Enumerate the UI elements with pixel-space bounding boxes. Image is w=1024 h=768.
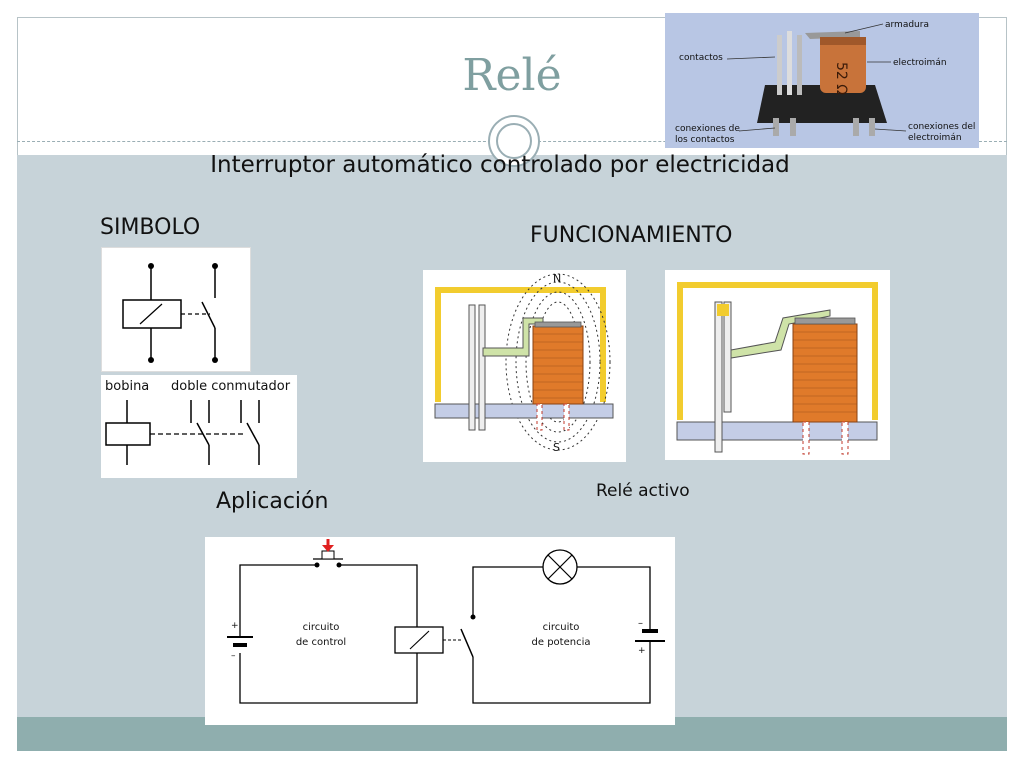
control-plus: + (231, 621, 239, 631)
field-line-outer (515, 281, 601, 443)
operation-heading: FUNCIONAMIENTO (530, 223, 733, 248)
north-pole-label: N (553, 272, 561, 285)
power-circuit-label-1: circuito (543, 622, 580, 633)
yellow-frame (435, 287, 606, 402)
yellow-frame-active (677, 282, 878, 420)
relay-inactive-diagram: N S (423, 270, 626, 462)
photo-label-contacts: contactos (679, 53, 723, 63)
photo-label-contact-connections-2: los contactos (675, 135, 735, 145)
south-pole-label: S (553, 441, 560, 454)
coil-label: bobina (105, 379, 149, 394)
control-circuit-label-2: de control (296, 637, 346, 648)
slide-title: Relé (462, 50, 562, 101)
title-ornament-circle (488, 115, 540, 167)
control-circuit-label-1: circuito (303, 622, 340, 633)
svg-text:52 Ω: 52 Ω (833, 62, 849, 95)
coil (532, 325, 584, 405)
symbol-heading: SIMBOLO (100, 215, 201, 240)
armature-active (730, 309, 831, 359)
application-heading: Aplicación (216, 489, 329, 514)
coil-active (792, 323, 858, 423)
control-minus: – (231, 651, 236, 661)
double-switch-label: doble conmutador (171, 379, 291, 394)
relay-symbol-panel (101, 247, 251, 372)
relay-base-active (676, 421, 878, 441)
photo-label-electromagnet: electroimán (893, 58, 947, 68)
relay-contact-symbol (460, 628, 474, 658)
photo-label-armature: armadura (885, 20, 929, 30)
relay-active-diagram (665, 270, 890, 460)
relay-photo: 52 Ω contactos armadura electroimán cone… (665, 13, 979, 148)
photo-label-electromagnet-connections-2: electroimán (908, 133, 962, 143)
photo-label-contact-connections-1: conexiones de (675, 124, 740, 134)
power-minus: – (638, 618, 643, 629)
power-circuit-label-2: de potencia (532, 637, 591, 648)
relay-base (434, 403, 614, 419)
coil-symbol (122, 299, 182, 329)
double-switch-panel: bobina doble conmutador (101, 375, 297, 478)
active-relay-caption: Relé activo (596, 481, 690, 501)
switch-symbol (201, 301, 216, 329)
photo-label-electromagnet-connections-1: conexiones del (908, 122, 975, 132)
slide-subtitle: Interruptor automático controlado por el… (210, 152, 790, 178)
power-plus: + (638, 646, 646, 656)
coil-photo (820, 37, 866, 93)
application-circuit: + – circuito de control – + circuito de … (205, 537, 675, 725)
double-coil-symbol (105, 422, 151, 446)
